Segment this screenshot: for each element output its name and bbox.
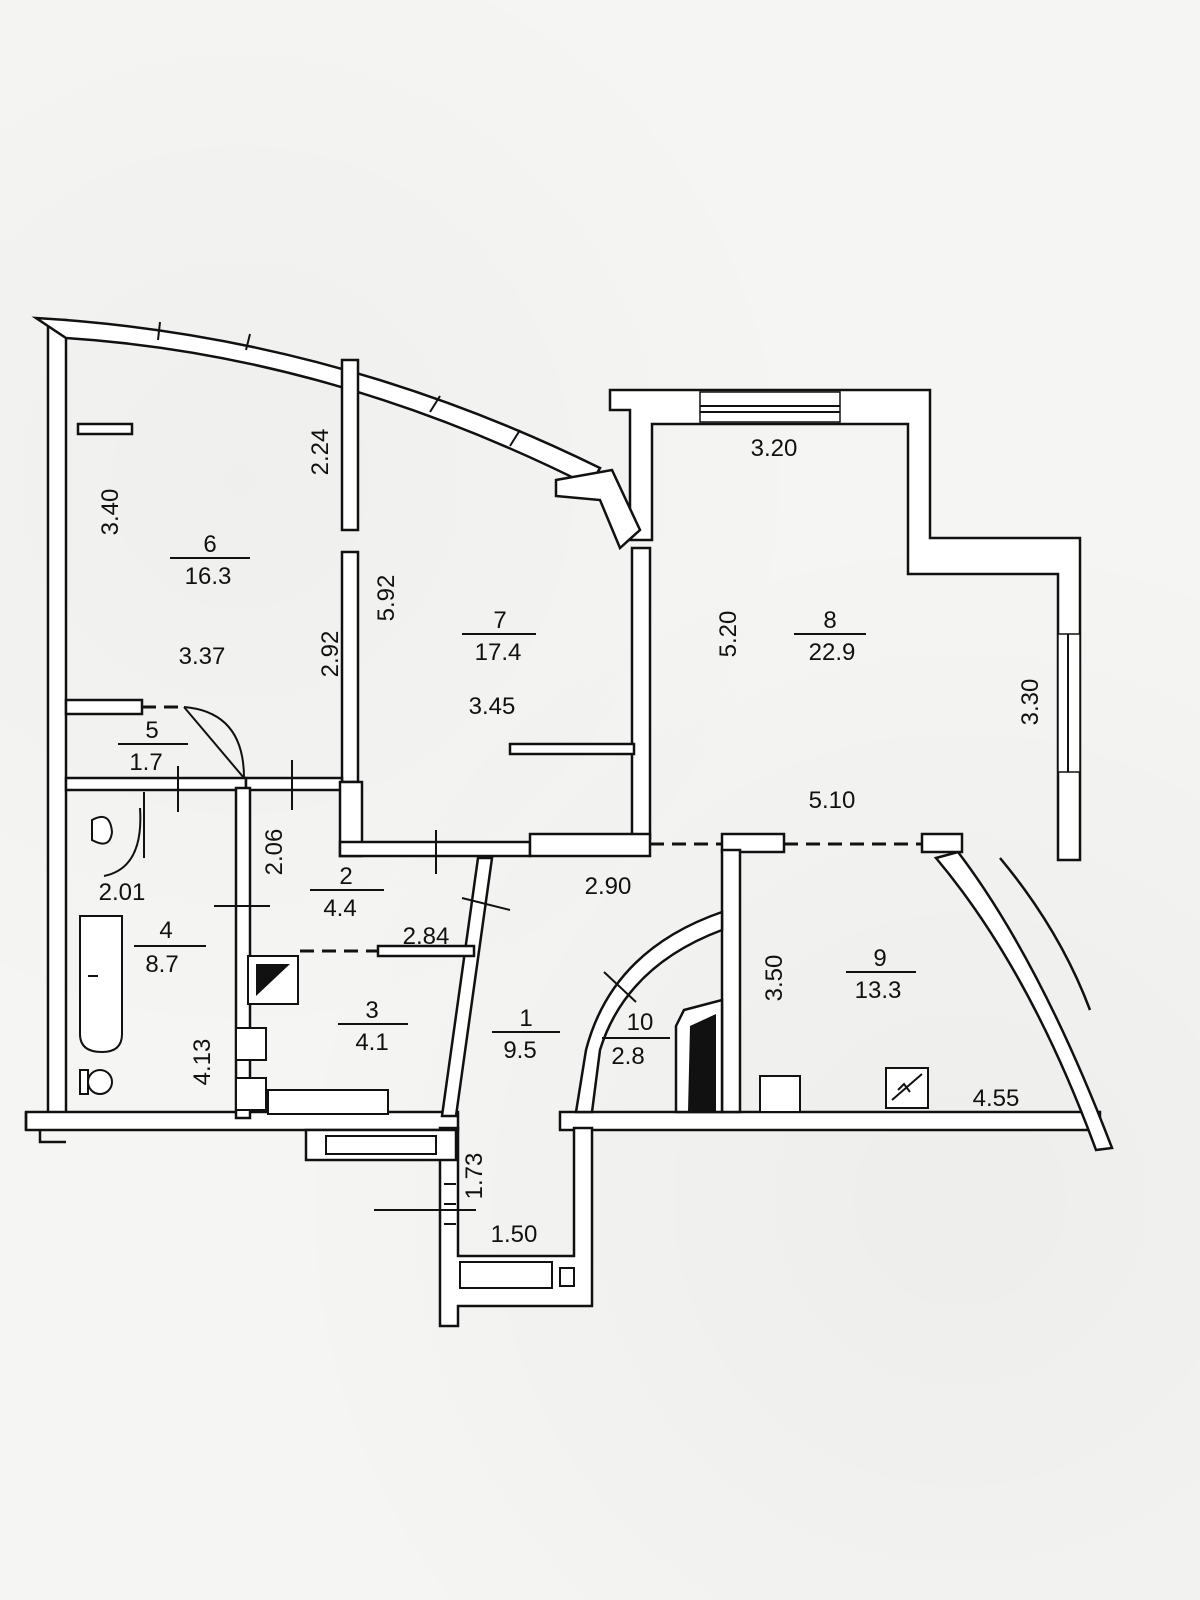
room-5-label: 5 1.7 [118, 717, 188, 776]
toilet [87, 1069, 113, 1095]
door-4-arc[interactable] [103, 807, 142, 877]
dim-4-13: 4.13 [189, 1039, 216, 1086]
curved-facade-inner [999, 857, 1092, 1011]
room-area: 2.8 [611, 1043, 644, 1070]
shaft-fill [256, 964, 290, 996]
room-6-label: 6 16.3 [170, 531, 250, 590]
outer-walls [24, 316, 1114, 1152]
dim-1-50: 1.50 [491, 1221, 538, 1248]
dimension-labels: 3.40 3.37 2.24 2.92 5.92 3.45 3.20 5.20 … [97, 429, 1044, 1248]
dim-2-92: 2.92 [317, 631, 344, 678]
doors[interactable] [103, 706, 637, 1211]
dim-5-20: 5.20 [715, 611, 742, 658]
dim-5-92: 5.92 [373, 575, 400, 622]
room-9-label: 9 13.3 [846, 945, 916, 1004]
dim-2-01: 2.01 [99, 879, 146, 906]
room-area: 22.9 [809, 639, 856, 666]
wall-7-8-bottom [528, 832, 652, 858]
door-tick-10[interactable] [603, 971, 637, 1003]
entry-shelf [325, 1135, 437, 1155]
room-area: 9.5 [503, 1037, 536, 1064]
room-number: 9 [873, 945, 886, 972]
room-area: 1.7 [129, 749, 162, 776]
door-5-arc[interactable] [183, 706, 245, 779]
entry-bench [459, 1261, 553, 1289]
curved-southeast-facade [933, 850, 1114, 1152]
left-outer-wall [46, 318, 68, 1122]
dim-3-45: 3.45 [469, 693, 516, 720]
room-number: 8 [823, 607, 836, 634]
dim-1-73: 1.73 [461, 1153, 488, 1200]
wall-4-5 [64, 776, 248, 792]
fixtures [79, 816, 929, 1289]
dim-4-55: 4.55 [973, 1085, 1020, 1112]
dim-5-10: 5.10 [809, 787, 856, 814]
room-4-label: 4 8.7 [134, 917, 206, 978]
room6-stub [76, 422, 134, 436]
wall-8-9-right [920, 832, 964, 854]
riser-2 [235, 1077, 267, 1111]
room-1-label: 1 9.5 [492, 1005, 560, 1064]
room-labels: 6 16.3 7 17.4 8 22.9 5 1.7 2 4.4 4 8.7 [118, 531, 916, 1070]
dim-3-37: 3.37 [179, 643, 226, 670]
room-number: 6 [203, 531, 216, 558]
bevel-wall [554, 468, 642, 551]
facade-mullions [157, 321, 521, 447]
room-area: 17.4 [475, 639, 522, 666]
room8-outer-wall [608, 388, 1082, 862]
room-7-label: 7 17.4 [462, 607, 536, 666]
room-area: 4.4 [323, 895, 356, 922]
utility-box [759, 1075, 801, 1113]
wall-5-6 [64, 698, 144, 716]
dim-3-40: 3.40 [97, 489, 124, 536]
entry-meter [559, 1267, 575, 1287]
riser-1 [235, 1027, 267, 1061]
room-number: 2 [339, 863, 352, 890]
room-area: 4.1 [355, 1029, 388, 1056]
room-number: 4 [159, 917, 172, 944]
dim-2-24: 2.24 [307, 429, 334, 476]
counter-room3 [267, 1089, 389, 1115]
room-number: 1 [519, 1005, 532, 1032]
room-2-label: 2 4.4 [310, 863, 384, 922]
room-number: 10 [627, 1009, 654, 1036]
closet10-shaft [688, 1014, 716, 1112]
wardrobe-partition [508, 742, 636, 756]
room-number: 3 [365, 997, 378, 1024]
wall-4-2 [234, 786, 252, 1120]
wall-7-8 [630, 546, 652, 840]
wall-6-7-lower [340, 550, 360, 784]
room-area: 8.7 [145, 951, 178, 978]
room-area: 13.3 [855, 977, 902, 1004]
wall-stub [24, 1112, 66, 1144]
room-number: 5 [145, 717, 158, 744]
door-tick-3[interactable] [461, 897, 511, 911]
dim-2-84: 2.84 [403, 923, 450, 950]
room-3-label: 3 4.1 [338, 997, 408, 1056]
room-10-label: 10 2.8 [602, 1009, 670, 1070]
wall-6-7-upper [340, 358, 360, 532]
bottom-wall-right [558, 1110, 1102, 1132]
dim-3-20: 3.20 [751, 435, 798, 462]
sink [91, 816, 114, 845]
room-number: 7 [493, 607, 506, 634]
wall-1-9 [720, 848, 742, 1114]
dim-3-30: 3.30 [1017, 679, 1044, 726]
room-area: 16.3 [185, 563, 232, 590]
wall-2-6 [244, 776, 344, 792]
dim-3-50: 3.50 [761, 955, 788, 1002]
room-8-label: 8 22.9 [794, 607, 866, 666]
slanted-wall-1-3 [440, 856, 494, 1118]
dim-2-90: 2.90 [585, 873, 632, 900]
dim-2-06: 2.06 [261, 829, 288, 876]
bathtub [79, 915, 123, 1054]
closet10-curved-wall [574, 910, 724, 1114]
interior-walls [64, 358, 964, 1328]
